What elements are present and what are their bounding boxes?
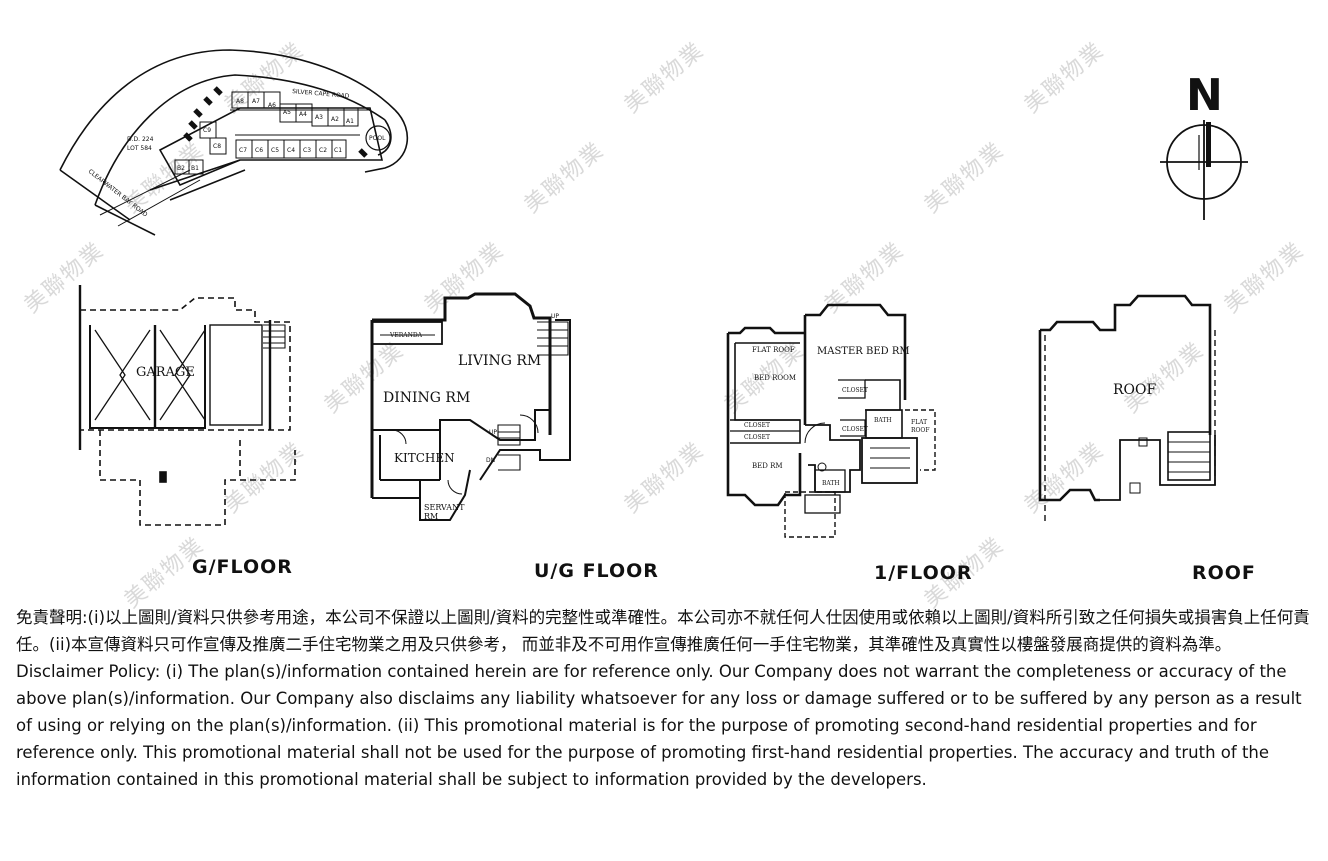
g-floor-plan [78,285,296,526]
up-label: UP [551,313,559,320]
first-floor-plan [726,303,936,538]
first-floor-caption: 1/FLOOR [874,562,973,584]
unit-label: C4 [287,147,295,154]
site-plan [59,49,409,236]
unit-label: C5 [271,147,279,154]
unit-label: C8 [213,143,221,150]
north-label: N [1186,70,1223,121]
flat-roof-small-label: ROOF [911,427,930,434]
garage-label: GARAGE [136,365,195,380]
unit-label: B2 [177,165,185,172]
bedroom-label: BED ROOM [754,374,796,382]
unit-label: C3 [303,147,311,154]
servant-rm-label: RM [424,512,438,521]
kitchen-label: KITCHEN [394,451,455,465]
unit-label: C6 [255,147,263,154]
living-room-label: LIVING RM [458,353,541,369]
master-bedroom-label: MASTER BED RM [817,346,910,357]
flat-roof-small-label: FLAT [911,419,927,426]
dn-label: DN [486,457,495,464]
dining-room-label: DINING RM [383,390,470,406]
unit-label: C9 [203,127,211,134]
disclaimer: 免責聲明:(i)以上圖則/資料只供參考用途，本公司不保證以上圖則/資料的完整性或… [16,604,1316,793]
flat-roof-label: FLAT ROOF [752,346,795,354]
bed-rm-label: BED RM [752,462,783,470]
unit-label: A4 [299,111,307,118]
ug-floor-plan [370,292,571,521]
unit-label: A1 [346,118,354,125]
bath-label: BATH [822,480,840,487]
lot-no-label: LOT 584 [127,145,152,152]
roof-caption: ROOF [1192,562,1256,584]
bath-label: BATH [874,417,892,424]
unit-label: B1 [191,165,199,172]
unit-label: A8 [236,98,244,105]
veranda-label: VERANDA [389,332,423,339]
unit-label: C7 [239,147,247,154]
closet-label: CLOSET [842,426,868,433]
compass [1160,120,1248,220]
roof-label: ROOF [1113,382,1156,398]
ug-floor-caption: U/G FLOOR [534,560,659,582]
unit-label: A5 [283,109,291,116]
unit-label: C2 [319,147,327,154]
disclaimer-zh: 免責聲明:(i)以上圖則/資料只供參考用途，本公司不保證以上圖則/資料的完整性或… [16,608,1310,654]
servant-label: SERVANT [424,503,465,512]
unit-label: A3 [315,114,323,121]
unit-label: A7 [252,98,260,105]
roof-plan [1038,294,1216,525]
closet-label: CLOSET [842,387,868,394]
closet-label: CLOSET [744,422,770,429]
unit-label: A6 [268,102,276,109]
floor-plan-stage: 美聯物業 美聯物業 美聯物業 美聯物業 美聯物業 美聯物業 美聯物業 美聯物業 … [20,37,1310,613]
road-label-silver-cape: SILVER CAPE ROAD [292,88,350,100]
lot-dd-label: D.D. 224 [127,136,154,143]
pool-label: POOL [369,135,386,142]
closet-label: CLOSET [744,434,770,441]
unit-label: A2 [331,116,339,123]
unit-label: C1 [334,147,342,154]
g-floor-caption: G/FLOOR [192,556,293,578]
up-label: UP [489,429,497,436]
disclaimer-en: Disclaimer Policy: (i) The plan(s)/infor… [16,662,1302,789]
